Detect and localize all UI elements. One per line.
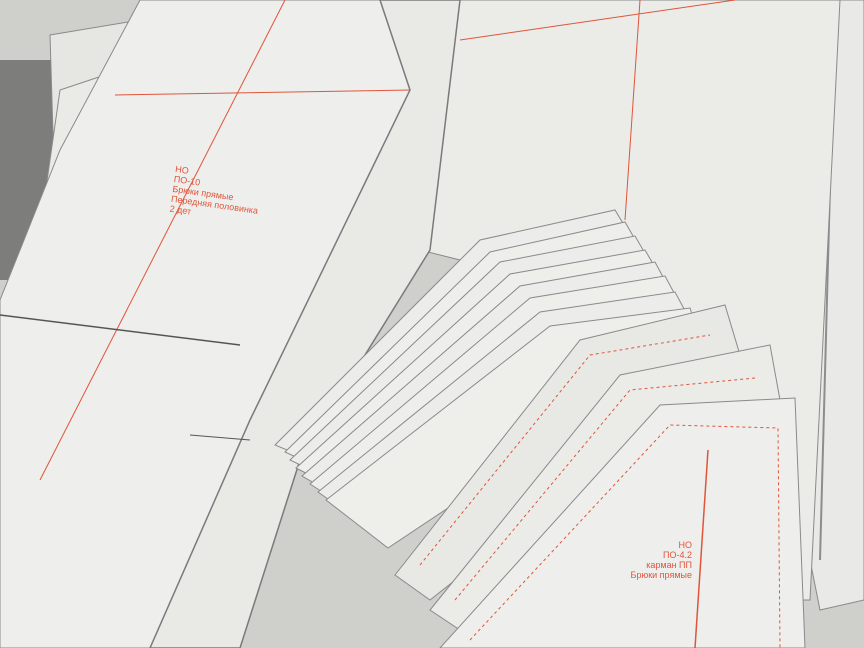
- sheet-middle-long: [149, 0, 461, 648]
- pocket-piece-3: [439, 397, 806, 648]
- pocket-piece-3-seam: [469, 424, 781, 648]
- sheet-upper-middle-line: [459, 0, 736, 41]
- sheet-upper-middle-grain: [624, 0, 641, 221]
- sheet-trouser-front-knee: [0, 314, 241, 346]
- pattern-label-lower-line1: НО: [678, 540, 693, 550]
- pocket-piece-1-seam: [419, 334, 711, 566]
- pattern-label-lower-line3: карман ПП: [646, 560, 692, 570]
- pattern-label-lower-line4: Брюки прямые: [630, 570, 692, 580]
- sheet-middle-long-mark: [189, 434, 251, 441]
- sheet-trouser-front-grain: [39, 0, 286, 481]
- pocket-piece-3-grain: [694, 449, 709, 648]
- pocket-piece-2-seam: [454, 377, 756, 601]
- sheet-trouser-front-line: [114, 89, 411, 96]
- pattern-label-lower: НО ПО-4.2 карман ПП Брюки прямые: [596, 540, 692, 580]
- pattern-label-lower-line2: ПО-4.2: [663, 550, 692, 560]
